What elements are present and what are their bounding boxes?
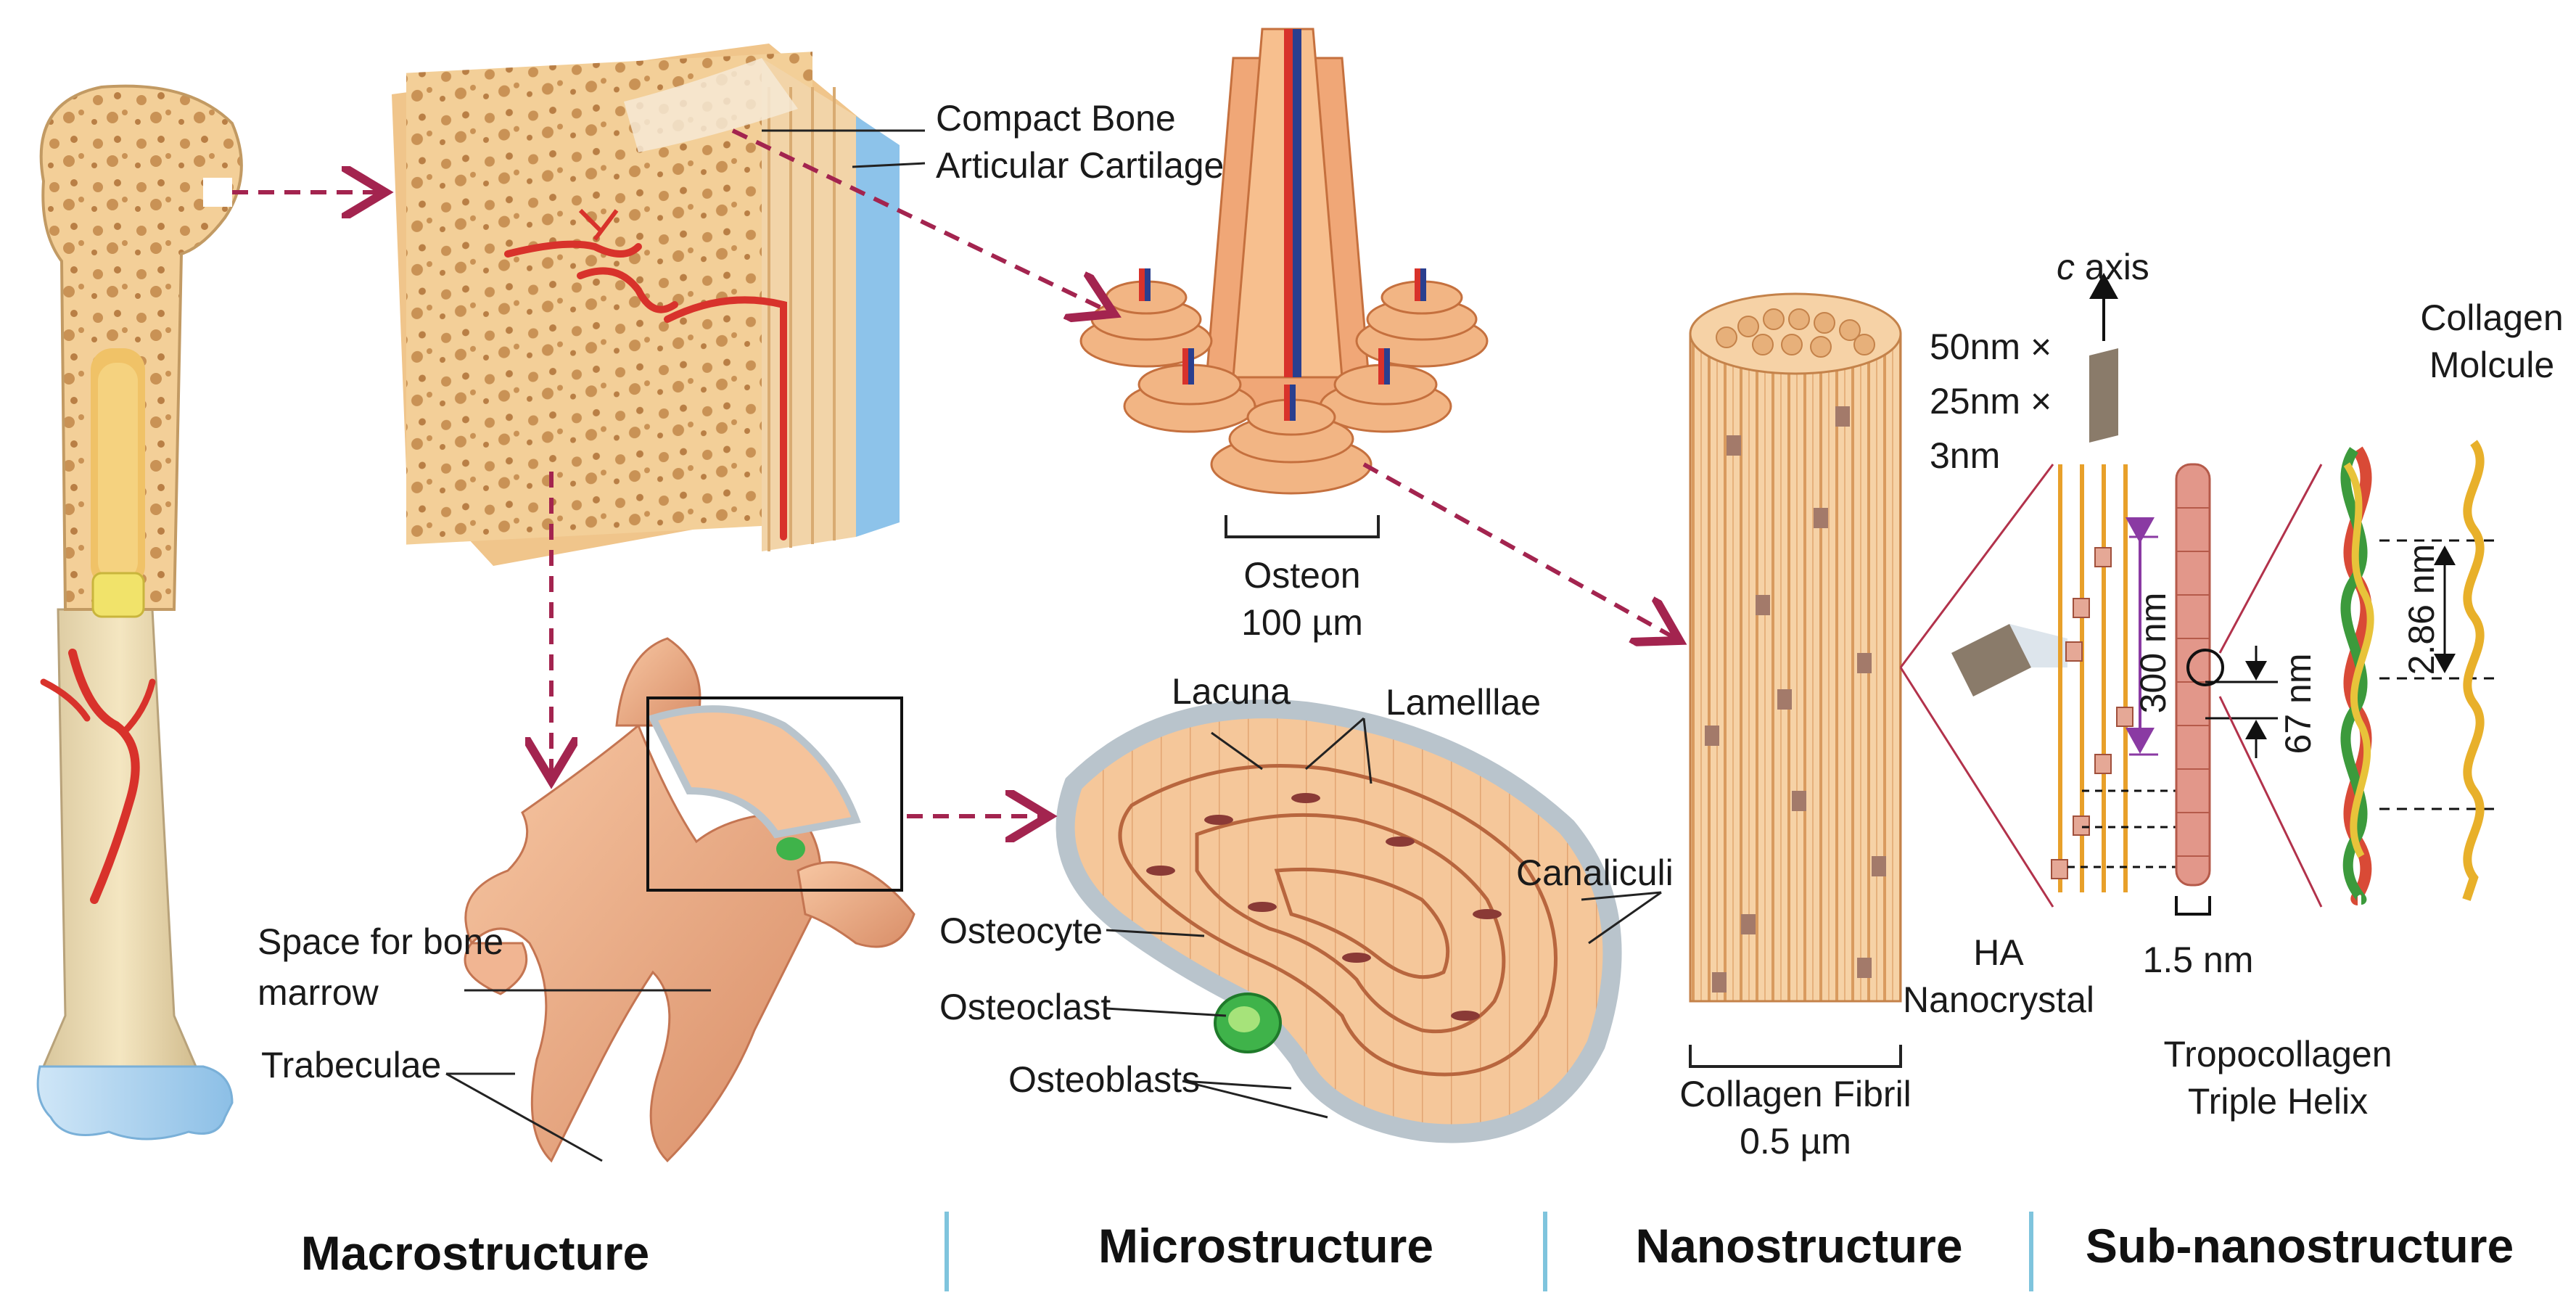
fibril-scale-bar	[1689, 1045, 1902, 1068]
label-articular-cartilage: Articular Cartilage	[936, 145, 1224, 186]
label-collagen-molecule-line1: Collagen	[2420, 297, 2563, 338]
arrow-block-to-osteon	[731, 128, 1110, 312]
label-ha-line1: HA	[1973, 932, 2024, 973]
section-microstructure: Microstructure	[1098, 1219, 1433, 1273]
label-osteon: Osteon	[1243, 555, 1360, 596]
zoom-lines-rod	[2218, 464, 2323, 908]
section-sub-nanostructure: Sub-nanostructure	[2086, 1219, 2514, 1273]
label-fibril-scale: 0.5 µm	[1740, 1121, 1851, 1162]
label-dim-25nm: 25nm ×	[1930, 381, 2052, 422]
label-1-5nm: 1.5 nm	[2143, 940, 2254, 980]
bone-section-block	[392, 44, 900, 566]
section-macrostructure: Macrostructure	[301, 1226, 649, 1280]
label-compact-bone: Compact Bone	[936, 98, 1176, 139]
label-collagen-molecule-line2: Molcule	[2429, 345, 2554, 385]
osteon-illustration	[1079, 28, 1489, 495]
label-lamellae: Lamelllae	[1386, 682, 1541, 723]
label-ha-line2: Nanocrystal	[1903, 979, 2094, 1020]
collagen-fibril-illustration	[1689, 292, 1902, 1003]
leader-lines	[445, 129, 1662, 1162]
label-c-axis: c axis	[2057, 247, 2149, 287]
label-dim-50nm: 50nm ×	[1930, 326, 2052, 367]
zoom-lines-fibril	[1899, 464, 2054, 908]
section-nanostructure: Nanostructure	[1635, 1219, 1962, 1273]
tropocollagen-rod	[2175, 463, 2278, 916]
label-tropocollagen-line2: Triple Helix	[2188, 1081, 2368, 1122]
ha-crystal-small	[1951, 624, 2067, 696]
label-canaliculi: Canaliculi	[1516, 852, 1674, 893]
trabeculae-illustration	[464, 637, 915, 1163]
zoom-box	[646, 696, 903, 892]
label-osteoblasts: Osteoblasts	[1008, 1059, 1200, 1100]
osteon-scale-bar	[1225, 515, 1380, 538]
collagen-molecule-illustration	[2462, 440, 2485, 901]
label-osteon-scale: 100 µm	[1241, 602, 1363, 643]
tropocollagen-strands	[2051, 464, 2184, 892]
label-300nm: 300 nm	[2133, 593, 2173, 714]
long-bone-illustration	[36, 84, 243, 1141]
label-osteocyte: Osteocyte	[939, 911, 1103, 951]
label-collagen-fibril: Collagen Fibril	[1679, 1074, 1912, 1114]
label-2-86nm: 2.86 nm	[2401, 544, 2442, 675]
label-dim-3nm: 3nm	[1930, 435, 2000, 476]
label-trabeculae: Trabeculae	[261, 1045, 441, 1085]
arrow-osteon-to-fibril	[1362, 462, 1676, 638]
label-space-for-marrow-line2: marrow	[258, 972, 379, 1013]
label-tropocollagen-line1: Tropocollagen	[2163, 1034, 2392, 1074]
label-space-for-marrow-line1: Space for bone	[258, 921, 503, 962]
osteon-cross-section	[1055, 699, 1622, 1143]
label-lacuna: Lacuna	[1172, 671, 1291, 712]
label-67nm: 67 nm	[2278, 654, 2318, 755]
ha-crystal-large	[2089, 273, 2118, 443]
label-osteoclast: Osteoclast	[939, 987, 1111, 1027]
